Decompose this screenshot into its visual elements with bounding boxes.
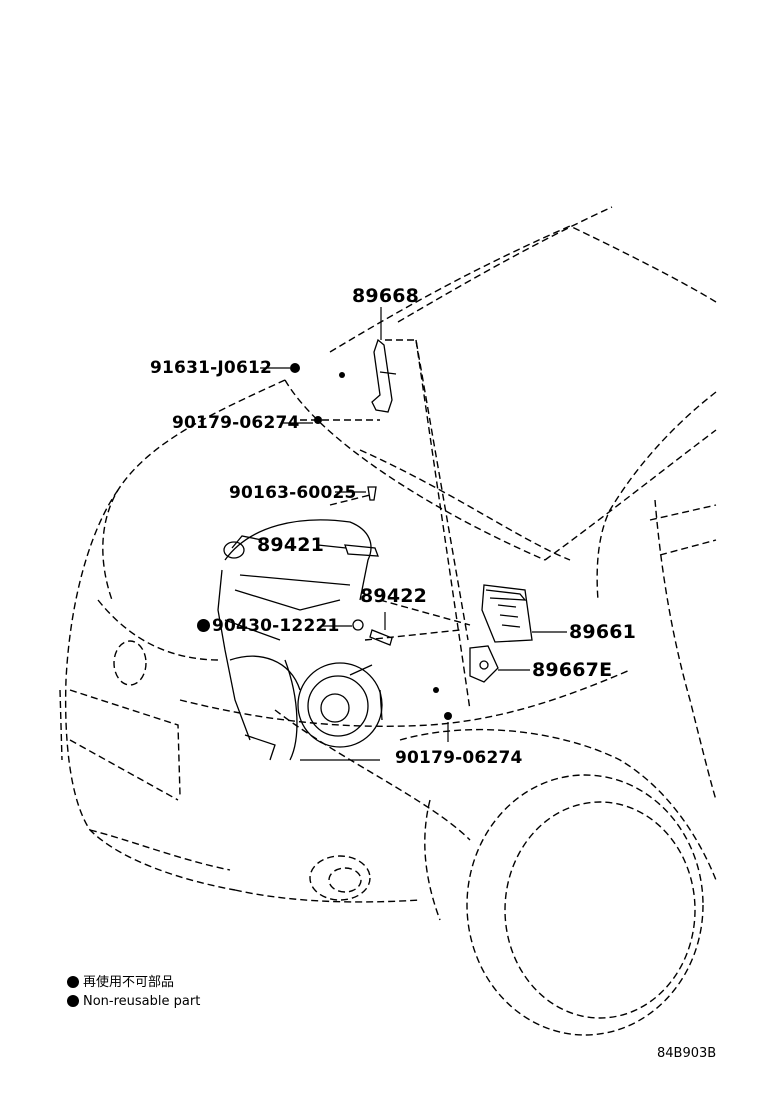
non-reusable-marker-icon xyxy=(197,619,210,632)
non-reusable-dot-icon xyxy=(67,976,79,988)
part-label-89668: 89668 xyxy=(352,285,420,307)
fasteners xyxy=(290,363,452,720)
part-label-90163: 90163-60025 xyxy=(229,483,357,503)
legend-japanese: 再使用不可部品 xyxy=(67,975,174,990)
legend-english: Non-reusable part xyxy=(67,994,200,1009)
part-label-89667E: 89667E xyxy=(532,659,613,681)
part-label-89661: 89661 xyxy=(569,621,637,643)
legend-text-english: Non-reusable part xyxy=(83,994,201,1009)
part-label-90179-lower: 90179-06274 xyxy=(395,748,523,768)
diagram-code: 84B903B xyxy=(657,1046,717,1061)
non-reusable-dot-icon xyxy=(67,995,79,1007)
engine-assembly xyxy=(217,519,383,761)
leader-lines xyxy=(260,307,567,742)
part-label-89421: 89421 xyxy=(257,534,325,556)
part-label-90430: 90430-12221 xyxy=(197,617,340,635)
part-label-91631: 91631-J0612 xyxy=(150,358,273,378)
part-label-89422: 89422 xyxy=(360,585,428,607)
car-body-outline xyxy=(59,206,717,1036)
part-number-90430: 90430-12221 xyxy=(212,616,340,636)
legend-text-japanese: 再使用不可部品 xyxy=(83,975,175,990)
part-label-90179-upper: 90179-06274 xyxy=(172,413,300,433)
hardware-parts xyxy=(344,338,533,683)
